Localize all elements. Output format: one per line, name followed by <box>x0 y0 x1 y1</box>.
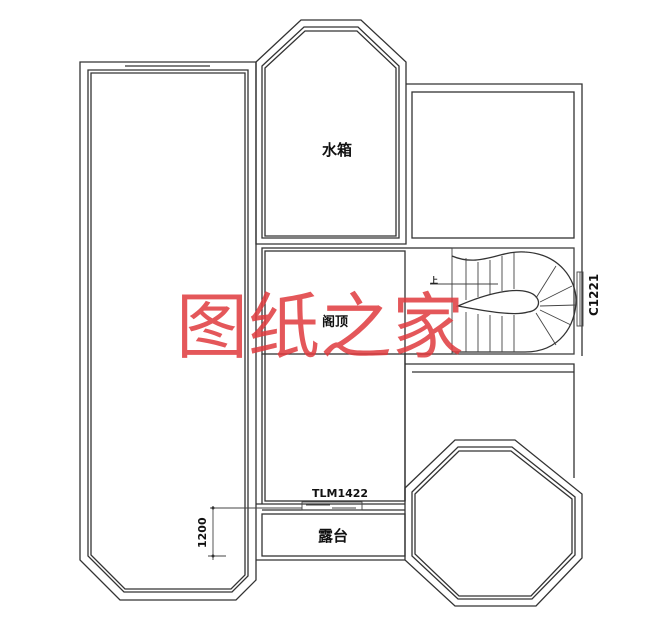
water-tank-walls <box>255 19 407 245</box>
window-c1221 <box>576 271 584 327</box>
top-right-room-walls <box>406 83 583 356</box>
dimension-line <box>208 506 302 560</box>
room-label-water-tank: 水箱 <box>322 141 352 159</box>
lower-right-walls <box>404 363 583 607</box>
stair: 上 <box>430 247 577 355</box>
door-label: TLM1422 <box>312 487 368 500</box>
room-label-terrace: 露台 <box>318 527 348 545</box>
door-tlm1422 <box>301 501 363 511</box>
window-label: C1221 <box>587 274 601 316</box>
stair-up-marker: 上 <box>430 275 438 285</box>
dimension-label: 1200 <box>196 517 209 548</box>
watermark: 图纸之家 <box>176 285 464 369</box>
room-label-attic: 阁顶 <box>322 314 348 330</box>
